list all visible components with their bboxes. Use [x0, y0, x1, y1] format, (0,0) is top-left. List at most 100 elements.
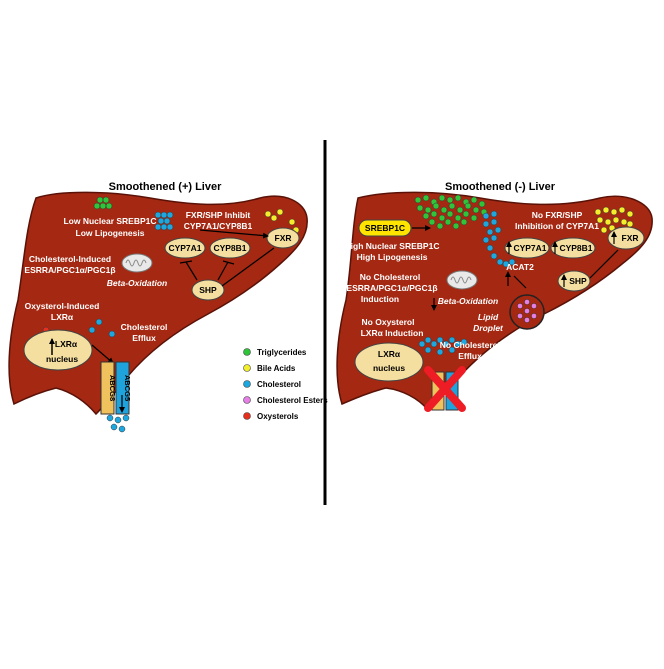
srebp-label-1: High Nuclear SREBP1C	[345, 241, 440, 251]
fxr-shp-label-1: No FXR/SHP	[532, 210, 583, 220]
cholesterol-dot	[442, 340, 450, 348]
triglyceride-dot	[454, 214, 462, 222]
cyp8b1-bubble	[209, 237, 251, 259]
cholesterol-dot	[118, 425, 126, 433]
bile-acid-dot	[602, 206, 610, 214]
bile-acid-dot	[594, 208, 602, 216]
nucleus-lxr-label: LXRα	[378, 349, 401, 359]
srebp1c-box	[358, 219, 412, 237]
cholesterol-dot	[482, 212, 490, 220]
triglyceride-dot	[448, 202, 456, 210]
cholesterol-dot	[460, 338, 468, 346]
bile-acid-dot	[626, 220, 634, 228]
srebp-label-1: Low Nuclear SREBP1C	[63, 216, 156, 226]
triglyceride-dot	[446, 210, 454, 218]
lxr-label-1: No Oxysterol	[362, 317, 415, 327]
shp-bubble	[191, 279, 225, 301]
cholesterol-dot	[436, 336, 444, 344]
molecule-dots	[414, 194, 634, 356]
triglyceride-dot	[96, 196, 104, 204]
cholesterol-dot	[508, 258, 516, 266]
cholesterol-dot	[490, 210, 498, 218]
cholesterol-dot	[502, 260, 510, 268]
triglyceride-dot	[472, 206, 480, 214]
bile-acid-dot	[610, 208, 618, 216]
triglyceride-dot	[440, 206, 448, 214]
mitochondrion-icon	[121, 253, 153, 273]
cholesterol-esters	[517, 299, 537, 323]
fxr-label: FXR	[622, 233, 639, 243]
triglyceride-dot	[456, 206, 464, 214]
cholesterol-dot	[482, 236, 490, 244]
cholesterol-dot	[108, 330, 116, 338]
cholesterol-ester-dot	[531, 303, 537, 309]
triglyceride-dot	[422, 212, 430, 220]
abcg5-label: ABCG5	[123, 375, 132, 401]
legend-swatch-oxysterols	[243, 412, 251, 420]
fxr-bubble	[607, 226, 645, 250]
bile-acid-dot	[626, 210, 634, 218]
cyp7a1-label: CYP7A1	[168, 243, 201, 253]
panel-title: Smoothened (-) Liver	[445, 181, 556, 193]
cholesterol-dot	[496, 258, 504, 266]
cholesterol-dot	[482, 220, 490, 228]
triglyceride-dot	[460, 218, 468, 226]
cholesterol-ester-dot	[524, 308, 530, 314]
triglyceride-dot	[432, 202, 440, 210]
lipid-droplet-label-2: Droplet	[473, 323, 504, 333]
legend-swatch-cholesterol-esters	[243, 396, 251, 404]
srebp-label-2: Low Lipogenesis	[76, 228, 145, 238]
triglyceride-dot	[422, 194, 430, 202]
cholesterol-dot	[490, 252, 498, 260]
lipid-droplet-label-1: Lipid	[478, 312, 499, 322]
legend-label-oxysterols: Oxysterols	[257, 412, 299, 421]
cholesterol-dot	[157, 217, 165, 225]
cholesterol-ester-dot	[531, 313, 537, 319]
triglyceride-dot	[436, 222, 444, 230]
cyp7a1-bubble	[504, 237, 550, 259]
cholesterol-dot	[448, 346, 456, 354]
nucleus-label: nucleus	[46, 354, 78, 364]
triglyceride-dot	[454, 194, 462, 202]
nucleus-bubble	[23, 329, 93, 371]
lxr-label-2: LXRα	[51, 312, 74, 322]
nucleus-label: nucleus	[373, 363, 405, 373]
efflux-label-2: Efflux	[458, 351, 482, 361]
triglyceride-dot	[416, 204, 424, 212]
efflux-label-2: Efflux	[132, 333, 156, 343]
abcg8-label: ABCG8	[108, 375, 117, 401]
bile-acid-dot	[288, 218, 296, 226]
fxr-shp-label-2: CYP7A1/CYP8B1	[184, 221, 253, 231]
triglyceride-dot	[444, 218, 452, 226]
inhibit-bar-cyp7a1	[179, 260, 193, 264]
bile-acid-dot	[600, 226, 608, 234]
fxr-label: FXR	[275, 233, 292, 243]
triglyceride-dot	[105, 202, 113, 210]
cholesterol-dot	[424, 336, 432, 344]
triglyceride-dot	[446, 196, 454, 204]
fxr-shp-label-2: Inhibition of CYP7A1	[515, 221, 599, 231]
cyp8b1-bubble	[550, 237, 596, 259]
legend: Triglycerides Bile Acids Cholesterol Cho…	[243, 348, 328, 421]
nucleus-lxr-label: LXRα	[55, 339, 78, 349]
lxr-label-2: LXRα Induction	[361, 328, 424, 338]
legend-label-cholesterol: Cholesterol	[257, 380, 301, 389]
legend-swatch-cholesterol	[243, 380, 251, 388]
beta-oxidation-label: Beta-Oxidation	[438, 296, 498, 306]
esrra-label-1: Cholesterol-Induced	[29, 254, 111, 264]
inhibit-line-cyp8b1	[217, 261, 229, 281]
cholesterol-dot	[430, 340, 438, 348]
legend-swatch-bile-acids	[243, 364, 251, 372]
acat2-to-droplet-line	[513, 275, 527, 289]
triglyceride-dot	[102, 196, 110, 204]
triglyceride-dot	[99, 202, 107, 210]
bile-acid-dot	[612, 216, 620, 224]
triglyceride-dot	[478, 200, 486, 208]
cholesterol-ester-dot	[524, 299, 530, 305]
cholesterol-dot	[88, 326, 96, 334]
legend-swatch-triglycerides	[243, 348, 251, 356]
acat2-label: ACAT2	[506, 262, 534, 272]
panel-smoothened-minus: Smoothened (-) Liver SREBP1C High Nuclea…	[336, 181, 653, 412]
fxr-to-shp-line	[221, 247, 275, 287]
